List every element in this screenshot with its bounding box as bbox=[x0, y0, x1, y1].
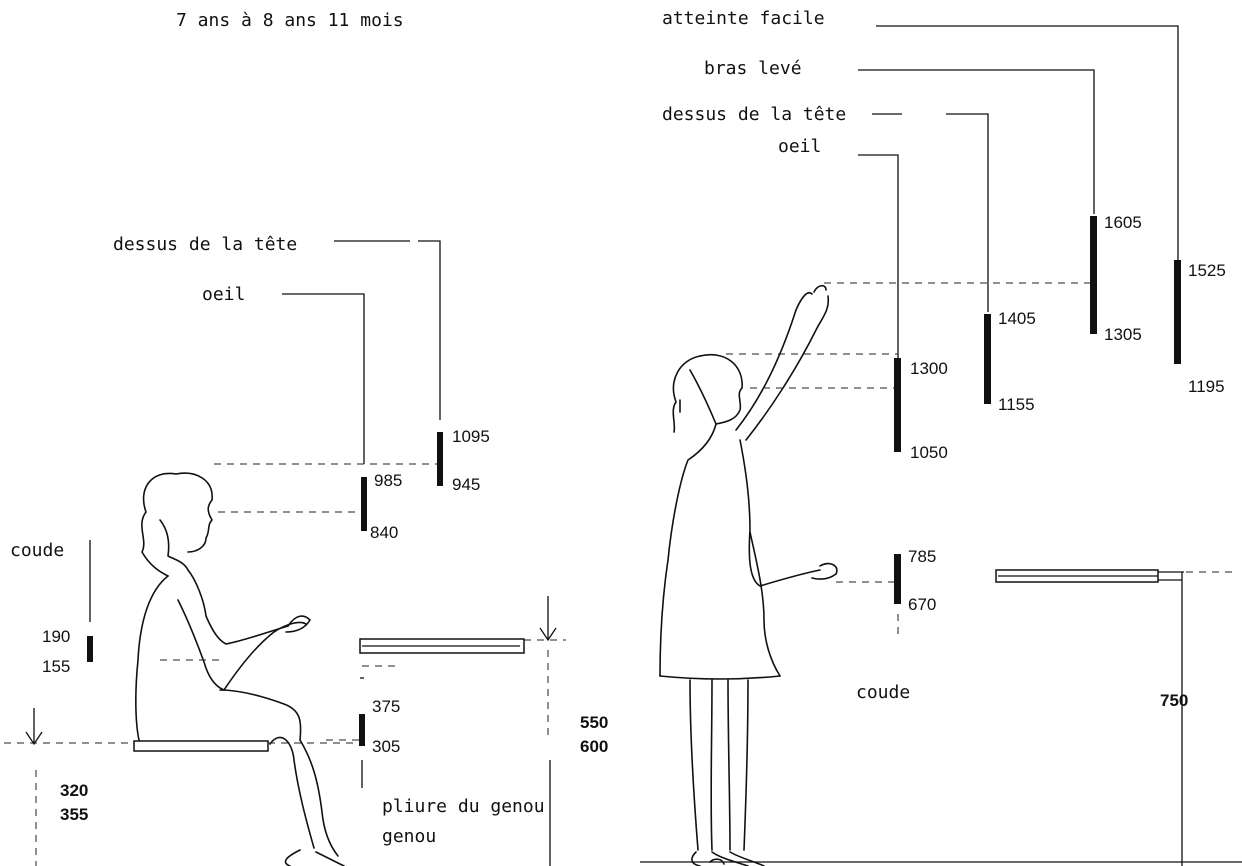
standing-elbow-low: 670 bbox=[908, 595, 936, 614]
standing-easy-reach-label: atteinte facile bbox=[662, 8, 825, 29]
standing-guides bbox=[726, 25, 1179, 640]
desk bbox=[359, 596, 566, 866]
seated-child-figure bbox=[135, 472, 345, 866]
standing-reach-bar bbox=[1174, 260, 1181, 364]
seated-elbow-bar bbox=[87, 636, 93, 662]
seated-head-top-high: 1095 bbox=[452, 427, 490, 446]
seated-eye-bar bbox=[361, 477, 367, 531]
seat-height-a: 320 bbox=[60, 781, 88, 800]
standing-head-high: 1405 bbox=[998, 309, 1036, 328]
table-height: 750 bbox=[1160, 691, 1188, 710]
seated-eye-high: 985 bbox=[374, 471, 402, 490]
standing-reach-low: 1195 bbox=[1188, 377, 1225, 396]
standing-reach-high: 1525 bbox=[1188, 261, 1226, 280]
seated-head-bar bbox=[437, 432, 443, 486]
seated-knee-bar bbox=[359, 714, 365, 746]
standing-arm-bar bbox=[1090, 216, 1097, 334]
standing-eye-low: 1050 bbox=[910, 443, 948, 462]
seated-head-top-label: dessus de la tête bbox=[113, 234, 297, 255]
standing-elbow-label: coude bbox=[856, 682, 910, 703]
standing-head-top-label: dessus de la tête bbox=[662, 104, 846, 125]
standing-head-bar bbox=[984, 314, 991, 404]
seated-knee-high: 375 bbox=[372, 697, 400, 716]
seated-eye-label: oeil bbox=[202, 284, 245, 305]
standing-elbow-bar bbox=[894, 554, 901, 604]
standing-eye-high: 1300 bbox=[910, 359, 948, 378]
seated-guides bbox=[89, 240, 441, 788]
standing-elbow-high: 785 bbox=[908, 547, 936, 566]
standing-arm-raised-label: bras levé bbox=[704, 58, 802, 79]
seated-knee-label: pliure du genou bbox=[382, 796, 545, 817]
standing-eye-bar bbox=[894, 358, 901, 452]
seated-head-top-low: 945 bbox=[452, 475, 480, 494]
standing-head-low: 1155 bbox=[998, 395, 1035, 414]
seated-elbow-high: 190 bbox=[42, 627, 70, 646]
desk-height-b: 600 bbox=[580, 737, 608, 756]
seated-eye-low: 840 bbox=[370, 523, 398, 542]
seat bbox=[4, 708, 360, 866]
desk-height-a: 550 bbox=[580, 713, 608, 732]
standing-arm-low: 1305 bbox=[1104, 325, 1142, 344]
seated-knee-low: 305 bbox=[372, 737, 400, 756]
standing-table bbox=[640, 569, 1242, 866]
seated-knee-label-line2: genou bbox=[382, 826, 436, 847]
seat-height-b: 355 bbox=[60, 805, 88, 824]
standing-child-figure bbox=[659, 284, 838, 866]
diagram-title: 7 ans à 8 ans 11 mois bbox=[176, 10, 404, 31]
seated-elbow-label: coude bbox=[10, 540, 64, 561]
standing-arm-high: 1605 bbox=[1104, 213, 1142, 232]
standing-eye-label: oeil bbox=[778, 136, 821, 157]
seated-elbow-low: 155 bbox=[42, 657, 70, 676]
